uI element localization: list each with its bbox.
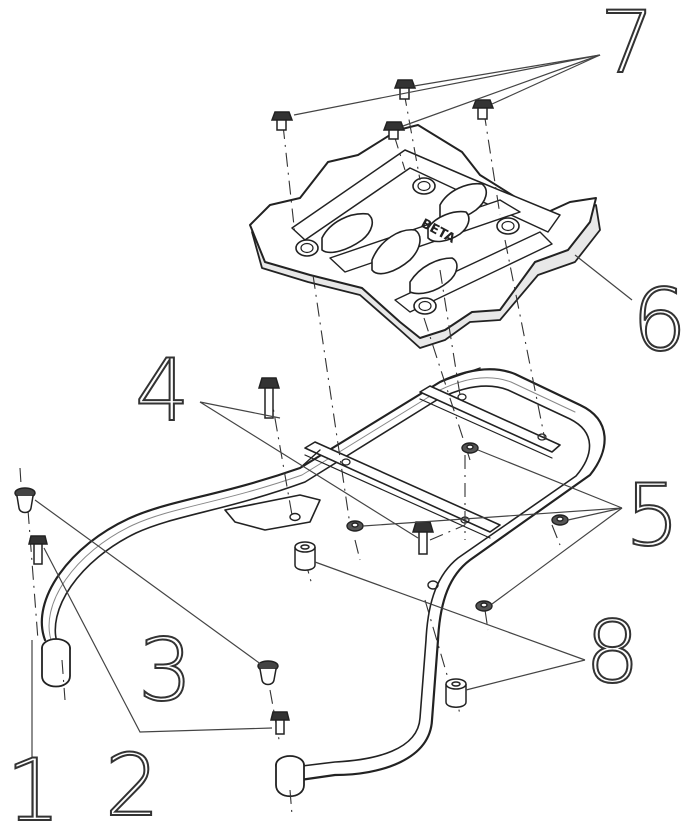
bolt-7d [471,99,495,120]
bolt-7a [270,111,294,131]
callout-6: 6 [632,271,687,371]
callout-3: 3 [138,621,193,721]
carrier-plate [249,124,601,349]
screw-2b [270,711,290,735]
screw-2a [28,535,48,565]
spacer-8b [445,678,467,708]
callout-2: 2 [105,736,160,831]
plug-3b [257,660,279,686]
callout-8: 8 [585,603,640,703]
callout-numbers: 1 2 3 4 5 6 7 8 [5,0,688,831]
plug-3a [14,487,36,514]
callout-1: 1 [6,741,61,831]
bolt-7b [393,79,417,100]
callout-7: 7 [600,0,655,93]
bolt-7c [382,121,406,140]
rack-frame [40,367,606,798]
callout-5: 5 [625,466,680,566]
callout-4: 4 [135,341,190,441]
long-bolt-4b [411,521,435,555]
leader-lines [31,54,633,820]
long-bolt-4a [257,377,281,419]
spacer-8a [294,541,316,571]
